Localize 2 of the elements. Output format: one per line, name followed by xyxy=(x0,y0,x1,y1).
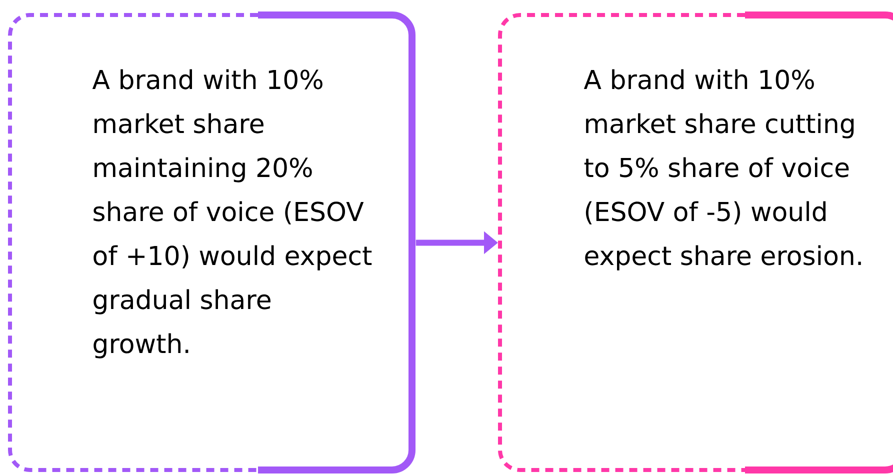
text-box: A brand with 10% market share maintaining 20% share of voice (ESOV of +10) would expect gradual share growth. xyxy=(8,12,416,474)
text-box: A brand with 10% market share cutting to 5% share of voice (ESOV of -5) would expect share erosion. xyxy=(498,12,893,474)
